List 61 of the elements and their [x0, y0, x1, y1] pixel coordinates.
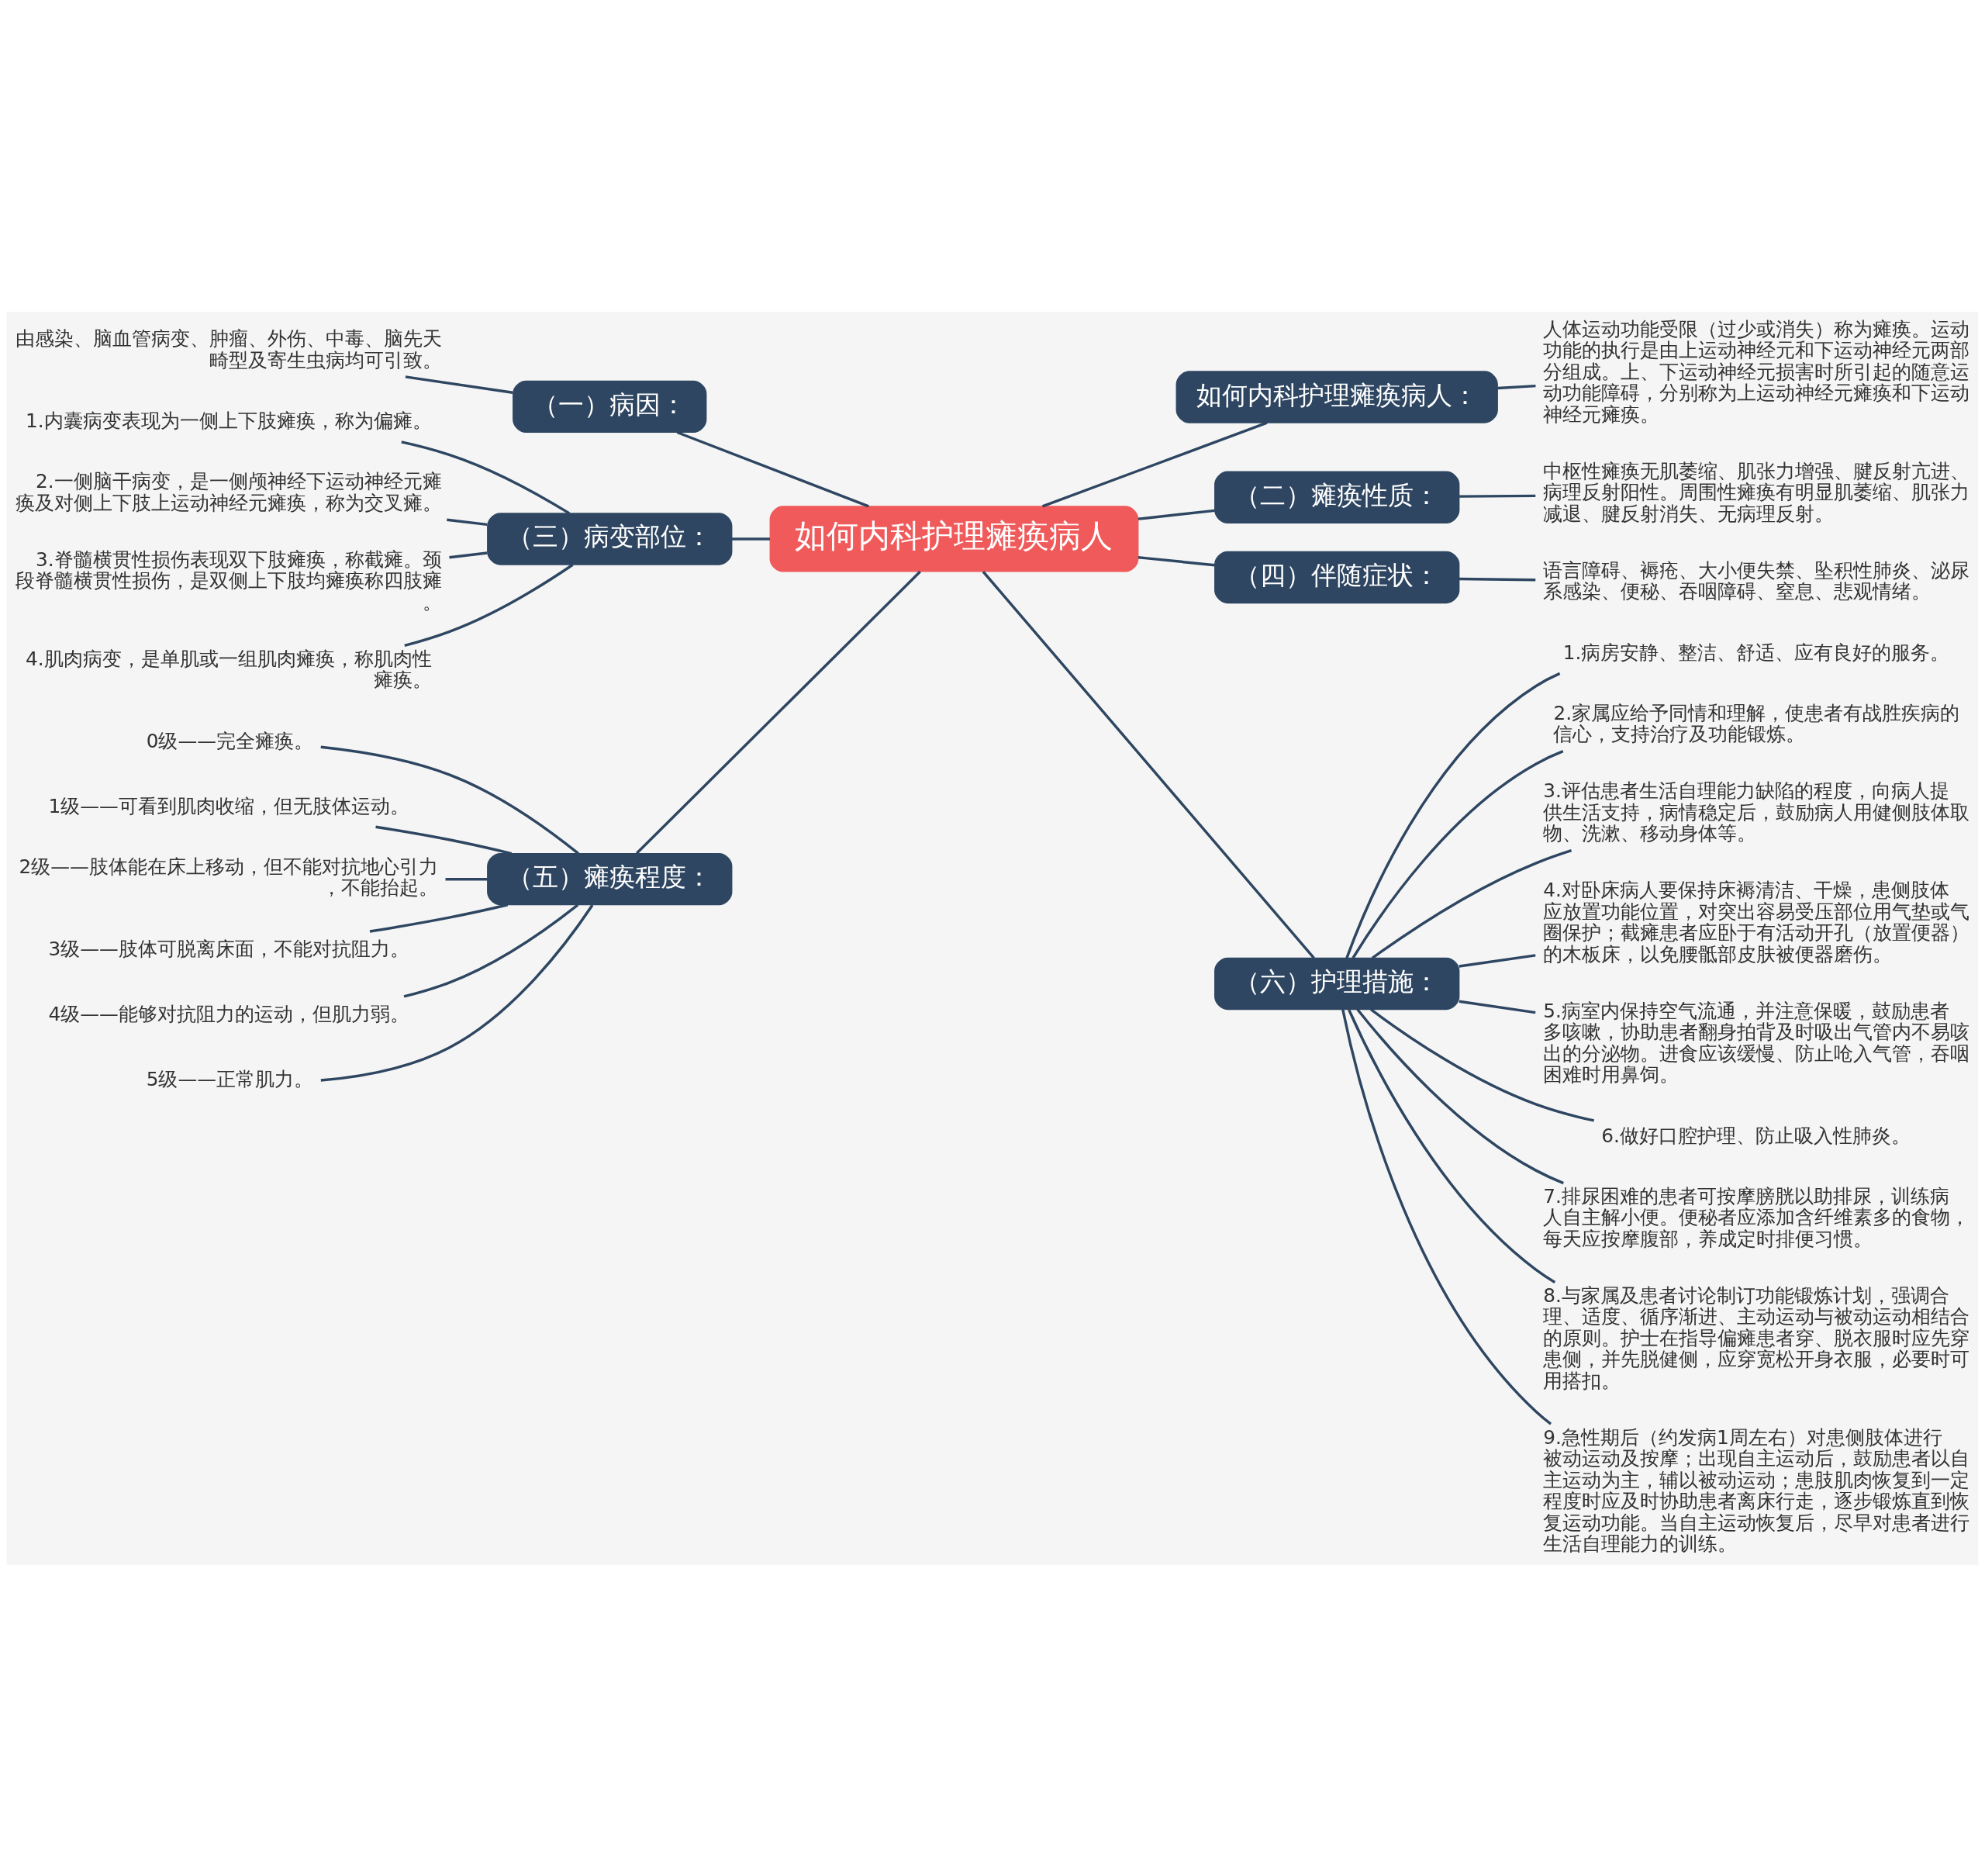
connector — [1345, 672, 1561, 959]
node-box: （五）瘫痪程度： — [487, 852, 733, 905]
connector — [1459, 953, 1536, 968]
connector — [731, 537, 770, 541]
node-text: 语言障碍、褥疮、大小便失禁、坠积性肺炎、泌尿系感染、便秘、吞咽障碍、窒息、悲观情绪。 — [1543, 558, 1970, 603]
node-text: 中枢性瘫痪无肌萎缩、肌张力增强、腱反射亢进、病理反射阳性。周围性瘫痪有明显肌萎缩、肌张力减退、腱反射消失、无病理反射。 — [1543, 459, 1970, 525]
connector — [1137, 509, 1215, 520]
connector — [403, 903, 579, 998]
connector — [1370, 1007, 1595, 1122]
node-text: 1.内囊病变表现为一侧上下肢瘫痪，称为偏瘫。 — [25, 409, 432, 432]
connector — [1041, 421, 1268, 508]
node-box: 如何内科护理瘫痪病人： — [1175, 370, 1498, 423]
node-text: 由感染、脑血管病变、肿瘤、外伤、中毒、脑先天畸型及寄生虫病均可引致。 — [15, 326, 442, 371]
connector — [369, 903, 509, 933]
connector — [1459, 1000, 1536, 1014]
connector — [982, 570, 1315, 959]
node-text: 4级——能够对抗阻力的运动，但肌力弱。 — [48, 1002, 409, 1025]
node-text: 6.做好口腔护理、防止吸入性肺炎。 — [1601, 1124, 1911, 1147]
connector — [1497, 384, 1536, 389]
node-text: 9.急性期后（约发病1周左右）对患侧肢体进行被动运动及按摩；出现自主运动后，鼓励患者以自主运动为主，辅以被动运动；患肢肌肉恢复到一定程度时应及时协助患者离床行走，逐步锻炼直到恢复运动功能。当自主运动恢复后，尽早对患者进行生活自理能力的训练。 — [1543, 1425, 1970, 1555]
node-box: （四）伴随症状： — [1214, 551, 1460, 603]
node-text: 1.病房安静、整洁、舒适、应有良好的服务。 — [1562, 641, 1950, 664]
node-box: （三）病变部位： — [487, 512, 733, 565]
node-text: 2.家属应给予同情和理解，使患者有战胜疾病的信心，支持治疗及功能锻炼。 — [1553, 701, 1960, 745]
node-text: 4.对卧床病人要保持床褥清洁、干燥，患侧肢体应放置功能位置，对突出容易受压部位用气垫或气圈保护；截瘫患者应卧于有活动开孔（放置便器）的木板床，以免腰骶部皮肤被便器磨伤。 — [1543, 878, 1970, 966]
connector — [445, 877, 488, 880]
connector — [1341, 1008, 1552, 1425]
node-text: 4.肌肉病变，是单肌或一组肌肉瘫痪，称肌肉性瘫痪。 — [25, 647, 432, 691]
connector — [1348, 1008, 1556, 1283]
connector — [676, 430, 869, 507]
node-text: 0级——完全瘫痪。 — [146, 729, 313, 752]
connector — [401, 440, 571, 514]
node-box: （一）病因： — [513, 380, 707, 433]
node-text: 8.与家属及患者讨论制订功能锻炼计划，强调合理、适度、循序渐进、主动运动与被动运动相结合的原则。护士在指导偏瘫患者穿、脱衣服时应先穿患侧，并先脱健侧，应穿宽松开身衣服，必要时可用搭扣。 — [1543, 1283, 1970, 1392]
node-box: 如何内科护理瘫痪病人 — [769, 505, 1139, 572]
node-text: 3级——肢体可脱离床面，不能对抗阻力。 — [48, 937, 409, 960]
connector — [404, 563, 574, 647]
node-text: 3.评估患者生活自理能力缺陷的程度，向病人提供生活支持，病情稳定后，鼓励病人用健侧肢体取物、洗漱、移动身体等。 — [1543, 779, 1970, 845]
connector — [635, 570, 921, 855]
node-box: （六）护理措施： — [1214, 957, 1460, 1010]
node-text: 3.脊髓横贯性损伤表现双下肢瘫痪，称截瘫。颈段脊髓横贯性损伤，是双侧上下肢均瘫痪称四肢瘫。 — [15, 548, 442, 613]
connector — [1459, 494, 1536, 498]
connector — [1459, 577, 1536, 581]
node-text: 2级——肢体能在床上移动，但不能对抗地心引力，不能抬起。 — [19, 855, 438, 899]
node-text: 5级——正常肌力。 — [146, 1067, 313, 1090]
connector — [449, 551, 488, 558]
connector — [1352, 749, 1564, 959]
connector — [1356, 1007, 1564, 1184]
connector — [320, 745, 580, 855]
node-text: 1级——可看到肌肉收缩，但无肢体运动。 — [48, 794, 409, 817]
connector — [447, 518, 488, 526]
connector — [320, 903, 594, 1082]
node-text: 人体运动功能受限（过少或消失）称为瘫痪。运动功能的执行是由上运动神经元和下运动神经元两部分组成。上、下运动神经元损害时所引起的随意运动功能障碍，分别称为上运动神经元瘫痪和下运动神经元瘫痪。 — [1543, 317, 1970, 426]
connector — [1137, 555, 1215, 566]
connector — [405, 375, 513, 394]
connector — [375, 825, 513, 855]
node-text: 5.病室内保持空气流通，并注意保暖，鼓励患者多咳嗽，协助患者翻身拍背及时吸出气管内不易咳出的分泌物。进食应该缓慢、防止呛入气管，吞咽困难时用鼻饲。 — [1543, 999, 1970, 1086]
node-text: 7.排尿困难的患者可按摩膀胱以助排尿，训练病人自主解小便。便秘者应添加含纤维素多的食物，每天应按摩腹部，养成定时排便习惯。 — [1543, 1184, 1970, 1250]
node-text: 2.一侧脑干病变，是一侧颅神经下运动神经元瘫痪及对侧上下肢上运动神经元瘫痪，称为交叉瘫。 — [15, 469, 442, 514]
node-box: （二）瘫痪性质： — [1214, 471, 1460, 523]
connector — [1371, 848, 1572, 959]
